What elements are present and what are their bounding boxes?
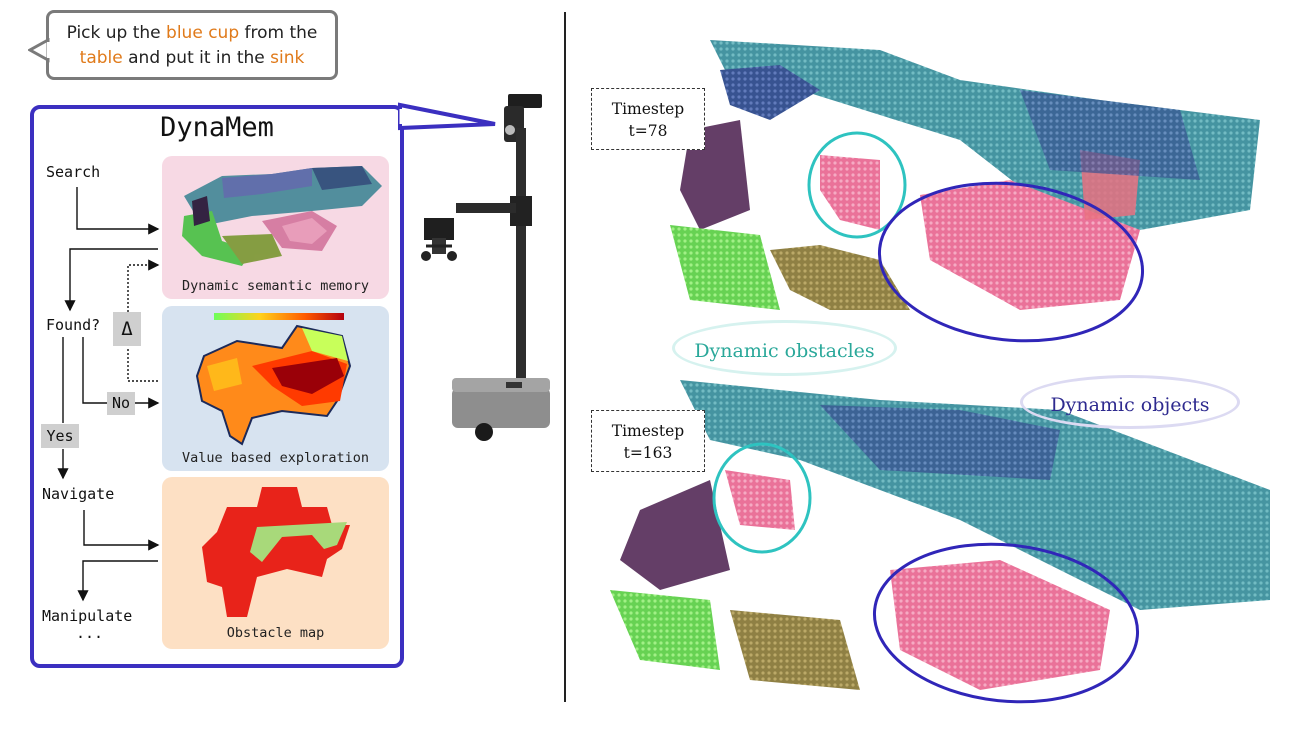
instruction-line-1: Pick up the blue cup from the bbox=[49, 21, 335, 46]
obstacle-caption: Obstacle map bbox=[226, 625, 325, 641]
value-map bbox=[195, 313, 352, 446]
section-divider bbox=[564, 12, 566, 702]
exploration-panel: Value based exploration bbox=[162, 306, 389, 471]
dynamem-title: DynaMem bbox=[160, 112, 274, 143]
flow-found: Found? bbox=[46, 316, 101, 334]
instruction-text: Pick up the bbox=[66, 23, 167, 43]
dynamic-obstacles-label: Dynamic obstacles bbox=[672, 320, 897, 376]
yes-box: Yes bbox=[41, 424, 79, 448]
memory-caption: Dynamic semantic memory bbox=[182, 278, 369, 294]
dynamic-objects-label: Dynamic objects bbox=[1020, 375, 1240, 429]
top-scene bbox=[670, 40, 1260, 310]
flow-navigate: Navigate bbox=[42, 485, 115, 503]
instruction-text: and put it in the bbox=[122, 48, 271, 68]
obstacle-map bbox=[202, 487, 350, 617]
bottom-timestep-box: Timestep t=163 bbox=[591, 410, 705, 472]
frame-pointer-icon bbox=[398, 102, 496, 131]
highlight-table: table bbox=[79, 48, 123, 68]
point-cloud-scenes bbox=[610, 40, 1270, 704]
highlight-sink: sink bbox=[270, 48, 305, 68]
top-objects-ellipse bbox=[877, 181, 1145, 343]
bottom-obstacle-ellipse bbox=[712, 442, 812, 554]
instruction-bubble: Pick up the blue cup from the table and … bbox=[46, 10, 338, 80]
flow-ellipsis: ... bbox=[76, 624, 104, 642]
bottom-objects-ellipse bbox=[872, 542, 1140, 704]
instruction-text: from the bbox=[239, 23, 318, 43]
flow-search: Search bbox=[46, 163, 101, 181]
semantic-memory-map bbox=[182, 166, 382, 266]
obstacle-panel: Obstacle map bbox=[162, 477, 389, 649]
top-timestep-value: t=78 bbox=[628, 122, 668, 140]
delta-box: Δ bbox=[113, 312, 141, 346]
highlight-blue-cup: blue cup bbox=[166, 23, 240, 43]
memory-panel: Dynamic semantic memory bbox=[162, 156, 389, 299]
exploration-caption: Value based exploration bbox=[182, 450, 369, 466]
instruction-line-2: table and put it in the sink bbox=[49, 46, 335, 71]
bottom-timestep-label: Timestep bbox=[611, 422, 685, 440]
bubble-tail-icon bbox=[28, 38, 51, 63]
top-obstacle-ellipse bbox=[807, 131, 907, 239]
bottom-timestep-value: t=163 bbox=[623, 444, 673, 462]
flow-arrows bbox=[57, 187, 160, 602]
top-timestep-box: Timestep t=78 bbox=[591, 88, 705, 150]
no-box: No bbox=[107, 392, 135, 415]
top-timestep-label: Timestep bbox=[611, 100, 685, 118]
bottom-scene bbox=[610, 380, 1270, 690]
flow-manipulate: Manipulate bbox=[42, 607, 133, 625]
robot-illustration bbox=[421, 94, 550, 441]
